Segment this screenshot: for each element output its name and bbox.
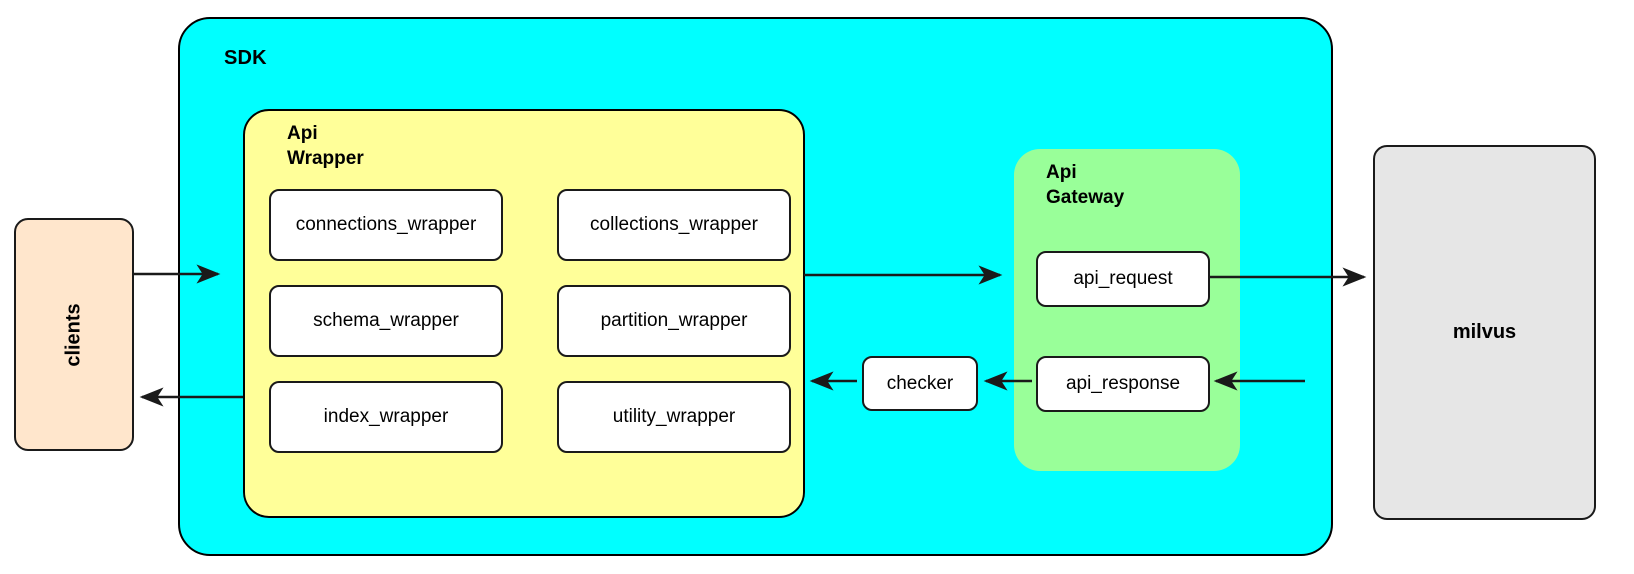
api-wrapper-title-line1: Api xyxy=(287,123,318,144)
api-wrapper-title: Api Wrapper xyxy=(287,121,427,171)
milvus-node: milvus xyxy=(1373,145,1596,520)
clients-node: clients xyxy=(14,218,134,451)
sdk-container: SDK Api Wrapper connections_wrapper coll… xyxy=(178,17,1333,556)
clients-label: clients xyxy=(62,302,85,367)
node-api-response[interactable]: api_response xyxy=(1036,356,1210,412)
api-gateway-title-line2: Gateway xyxy=(1046,187,1125,208)
api-wrapper-title-line2: Wrapper xyxy=(287,148,364,169)
module-index-wrapper[interactable]: index_wrapper xyxy=(269,381,503,453)
module-connections-wrapper[interactable]: connections_wrapper xyxy=(269,189,503,261)
module-partition-wrapper[interactable]: partition_wrapper xyxy=(557,285,791,357)
module-utility-wrapper[interactable]: utility_wrapper xyxy=(557,381,791,453)
api-gateway-title-line1: Api xyxy=(1046,162,1077,183)
module-collections-wrapper[interactable]: collections_wrapper xyxy=(557,189,791,261)
sdk-title: SDK xyxy=(224,47,267,69)
node-api-request[interactable]: api_request xyxy=(1036,251,1210,307)
api-gateway-container: Api Gateway api_request api_response xyxy=(1014,149,1240,471)
checker-node[interactable]: checker xyxy=(862,356,978,411)
api-gateway-title: Api Gateway xyxy=(1046,160,1186,210)
module-schema-wrapper[interactable]: schema_wrapper xyxy=(269,285,503,357)
api-wrapper-container: Api Wrapper connections_wrapper collecti… xyxy=(243,109,805,518)
